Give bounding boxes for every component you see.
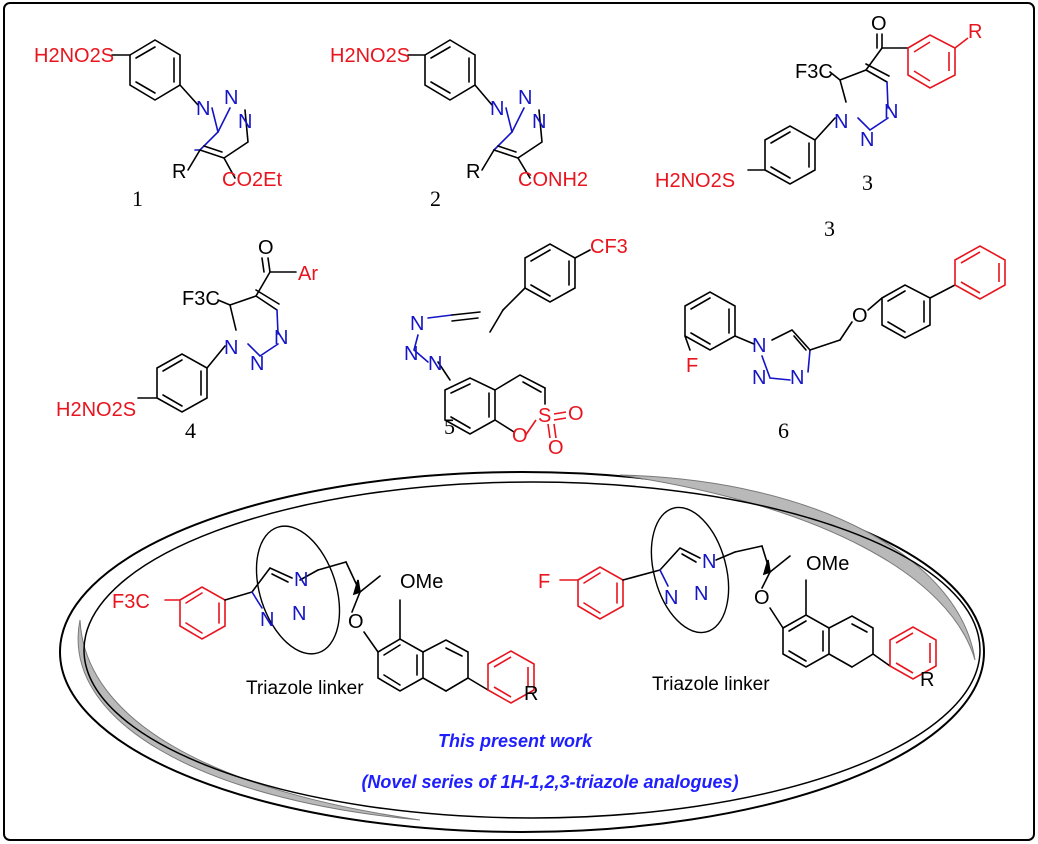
compound-3-number: 3 <box>862 170 873 195</box>
present-work-right-ether-oxygen: O <box>754 587 770 609</box>
present-work-right-substituent: F <box>538 571 550 593</box>
present-work-left-n1: N <box>294 569 308 591</box>
compound-1-ester: CO2Et <box>222 169 282 191</box>
compound-6-biphenyl <box>954 245 1006 300</box>
compound-4-cf3: F3C <box>182 288 220 310</box>
compound-1-number: 1 <box>132 186 143 211</box>
present-work-right-n2: N <box>664 587 678 609</box>
triazole-linker-label-right: Triazole linker <box>652 674 770 695</box>
compound-4-ar: Ar <box>298 263 318 285</box>
compound-4-n2: N <box>250 353 264 375</box>
compound-4 <box>137 257 297 413</box>
compound-3 <box>747 33 909 185</box>
present-work-right-ome: OMe <box>806 553 849 575</box>
compound-3-oxygen: O <box>871 13 887 35</box>
triazole-linker-highlight-right <box>650 506 730 634</box>
compound-6-n1: N <box>752 335 766 357</box>
compound-3-number-repeat: 3 <box>824 216 835 241</box>
present-work-left-ether-oxygen: O <box>348 611 364 633</box>
present-work-left-n3: N <box>292 603 306 625</box>
compound-5-oxo-1: O <box>568 403 584 425</box>
present-work-left-substituent: F3C <box>112 591 150 613</box>
compound-5-n1: N <box>410 313 424 335</box>
compound-1 <box>111 39 249 179</box>
compound-1-n1: N <box>196 98 210 120</box>
compound-3-n1: N <box>834 111 848 133</box>
compound-1-r: R <box>172 161 186 183</box>
present-work-right-n3: N <box>694 583 708 605</box>
compound-1-n2: N <box>224 87 238 109</box>
compound-5-oxo-2: O <box>548 437 564 459</box>
compound-2-number: 2 <box>430 186 441 211</box>
compound-2-n2: N <box>518 87 532 109</box>
present-work-ring <box>59 471 985 833</box>
present-work-right-n1: N <box>702 551 716 573</box>
ring-shadow-bottom <box>77 619 421 821</box>
compound-3-cf3: F3C <box>795 61 833 83</box>
present-work-left-aryl <box>487 650 535 704</box>
present-work-title: This present work <box>438 731 593 751</box>
compound-2-sulfonamide: H2NO2S <box>330 45 410 67</box>
present-work-left-n2: N <box>260 609 274 631</box>
compound-3-n2: N <box>860 129 874 151</box>
present-work-subtitle: (Novel series of 1H-1,2,3-triazole analo… <box>361 772 738 792</box>
compound-2 <box>407 39 543 179</box>
present-work-right-r: R <box>920 669 934 691</box>
compound-2-r: R <box>466 161 480 183</box>
compound-5-number: 5 <box>444 414 455 439</box>
compound-5-cf3: CF3 <box>590 236 628 258</box>
compound-4-n1: N <box>224 337 238 359</box>
compound-2-n1: N <box>490 98 504 120</box>
compound-5-n2: N <box>404 343 418 365</box>
compound-4-sulfonamide: H2NO2S <box>56 399 136 421</box>
compound-5-sulfur: S <box>538 405 551 427</box>
compound-1-sulfonamide: H2NO2S <box>34 45 114 67</box>
compound-6-n3: N <box>790 367 804 389</box>
compound-6 <box>684 284 956 381</box>
compound-5-n3: N <box>428 353 442 375</box>
present-work-left-ome: OMe <box>400 571 443 593</box>
compound-5 <box>413 243 591 435</box>
compound-5-sultone-bonds <box>524 411 567 439</box>
compound-5-ring-oxygen: O <box>512 425 528 447</box>
compound-4-oxygen: O <box>258 237 274 259</box>
present-work-right <box>559 545 891 668</box>
present-work-right-aryl <box>889 626 937 680</box>
compound-4-number: 4 <box>185 418 196 443</box>
compound-2-n3: N <box>532 111 546 133</box>
compound-6-number: 6 <box>778 418 789 443</box>
compound-1-n3: N <box>238 111 252 133</box>
triazole-linker-label-left: Triazole linker <box>246 678 364 699</box>
triazole-linker-highlight-left <box>255 525 341 655</box>
compound-3-aryl <box>907 34 969 89</box>
present-work-left <box>164 561 489 692</box>
compound-6-fluoro: F <box>686 355 698 377</box>
compound-2-amide: CONH2 <box>518 169 588 191</box>
compound-6-ether-oxygen: O <box>852 305 868 327</box>
compound-3-n3: N <box>884 101 898 123</box>
present-work-left-r: R <box>524 683 538 705</box>
compound-4-n3: N <box>274 327 288 349</box>
compound-6-n2: N <box>752 367 766 389</box>
ring-shadow-top <box>619 474 976 661</box>
compound-3-sulfonamide: H2NO2S <box>655 170 735 192</box>
compound-3-r: R <box>968 21 982 43</box>
